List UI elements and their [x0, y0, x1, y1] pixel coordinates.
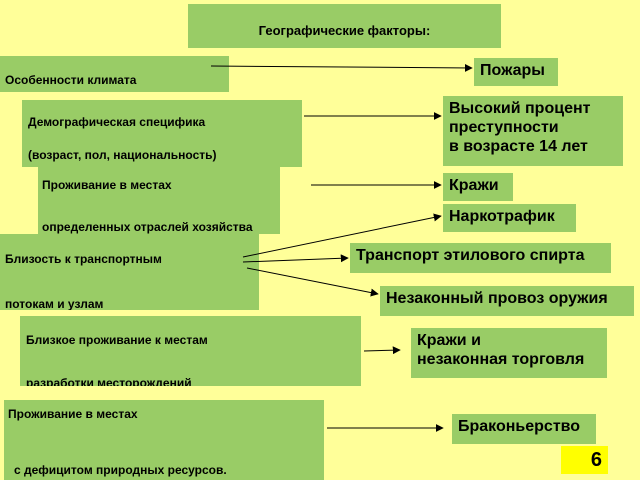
factor-label: Особенности климата — [5, 73, 137, 87]
factor-box-demography: Демографическая специфика (возраст, пол,… — [22, 100, 302, 167]
crime-label: Пожары — [480, 62, 545, 79]
factor-label: Демографическая специфика — [28, 115, 206, 129]
arrow-transport-alcohol — [242, 254, 349, 263]
factor-label: Проживание в местах — [8, 407, 138, 421]
crime-label: Браконьерство — [458, 418, 581, 435]
factor-box-climate: Особенности климата — [0, 56, 229, 92]
factor-label: определенных отраслей хозяйства — [42, 220, 253, 234]
factor-label: разработки месторождений — [26, 376, 192, 386]
arrow-deposits-trade — [363, 346, 401, 355]
crime-box-alcohol-transport: Транспорт этилового спирта — [350, 243, 611, 273]
crime-box-weapons-smuggling: Незаконный провоз оружия — [380, 286, 634, 316]
factor-label: Проживание в местах — [42, 178, 172, 192]
crime-label: Незаконный провоз оружия — [386, 290, 608, 307]
crime-label: незаконная торговля — [417, 351, 585, 368]
crime-label: Наркотрафик — [449, 208, 555, 225]
diagram-title: Географические факторы: — [258, 23, 431, 38]
crime-box-fires: Пожары — [474, 58, 558, 86]
crime-box-poaching: Браконьерство — [452, 414, 596, 444]
crime-label: Кражи — [449, 177, 499, 194]
crime-box-theft-illegal-trade: Кражи и незаконная торговля — [411, 328, 607, 378]
factor-box-deposits: Близкое проживание к местам разработки м… — [20, 316, 361, 386]
factor-label: потокам и узлам — [5, 297, 104, 310]
crime-box-drug-trafficking: Наркотрафик — [443, 204, 576, 232]
arrow-climate-fires — [210, 63, 473, 72]
arrow-transport-drugs — [242, 213, 442, 258]
crime-box-theft: Кражи — [443, 173, 513, 201]
crime-label: в возрасте 14 лет — [449, 138, 588, 155]
factor-box-resources: Проживание в местах с дефицитом природны… — [4, 400, 324, 480]
page-number-badge: 6 — [561, 446, 608, 474]
factor-box-transport: Близость к транспортным потокам и узлам — [0, 234, 259, 310]
factor-label: с дефицитом природных ресурсов. — [14, 463, 227, 477]
factor-label: Близкое проживание к местам — [26, 333, 208, 347]
title-box: Географические факторы: — [188, 4, 501, 48]
crime-label: Кражи и — [417, 332, 481, 349]
factor-label: (возраст, пол, национальность) — [28, 148, 217, 162]
crime-label: Высокий процент — [449, 100, 591, 117]
crime-label: преступности — [449, 119, 559, 136]
factor-box-industry: Проживание в местах определенных отрасле… — [38, 167, 280, 234]
page-number: 6 — [590, 449, 602, 471]
arrow-transport-weapons — [246, 267, 379, 297]
crime-label: Транспорт этилового спирта — [356, 247, 585, 264]
crime-box-youth-crime: Высокий процент преступности в возрасте … — [443, 96, 623, 166]
factor-label: Близость к транспортным — [5, 252, 162, 266]
